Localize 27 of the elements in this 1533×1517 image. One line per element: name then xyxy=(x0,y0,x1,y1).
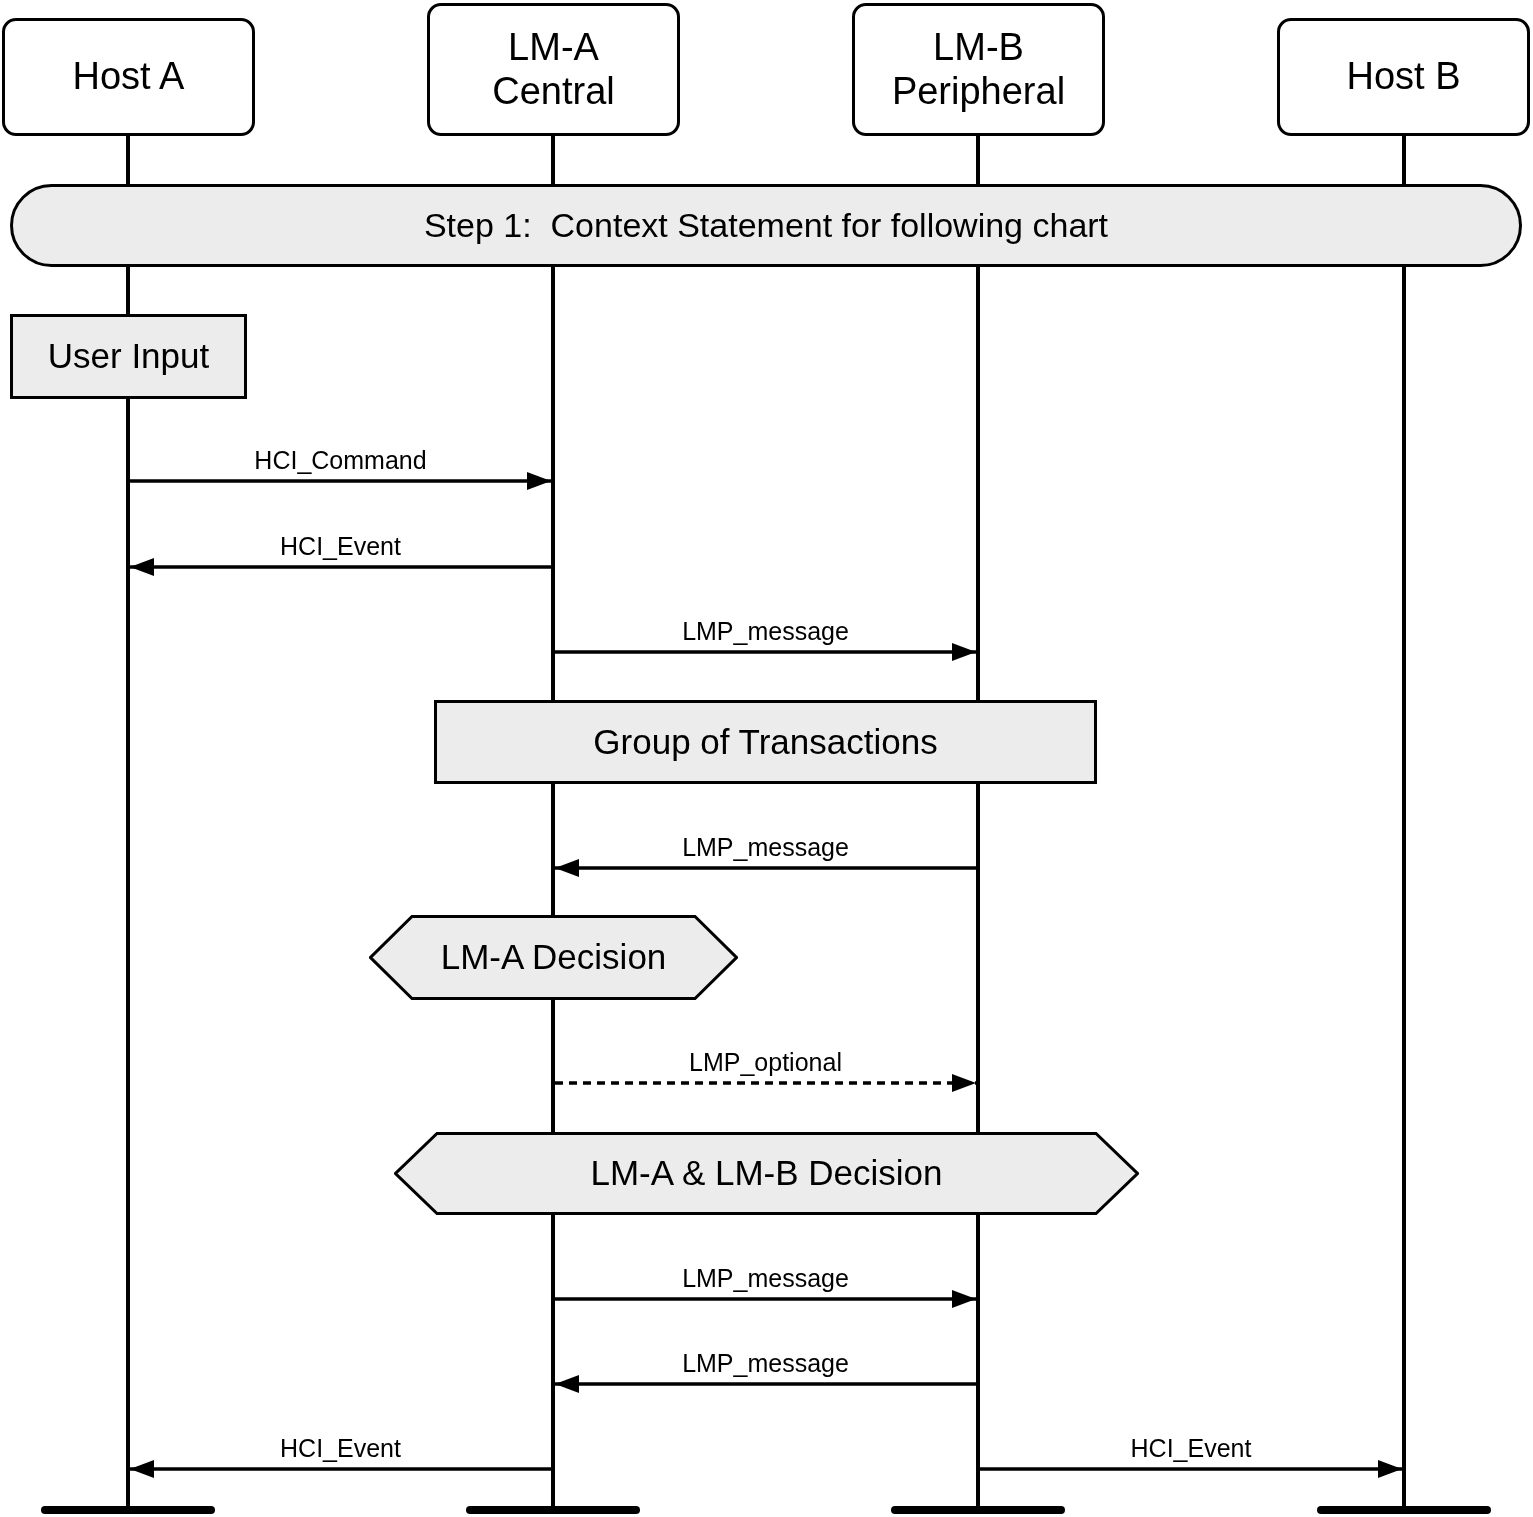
arrow xyxy=(555,643,976,661)
arrow xyxy=(130,558,551,576)
node-label: Step 1: Context Statement for following chart xyxy=(423,205,1109,246)
process-box xyxy=(10,314,247,399)
arrow xyxy=(555,1074,976,1092)
lifeline-header-box xyxy=(427,3,680,136)
lifeline-header-box xyxy=(2,18,255,136)
node-label: LM-A & LM-B Decision xyxy=(590,1153,943,1194)
node-label: LM-A Decision xyxy=(440,937,667,978)
arrow xyxy=(980,1460,1402,1478)
decision-hexagon xyxy=(394,1132,1139,1215)
lifeline-header-box xyxy=(852,3,1105,136)
decision-hexagon xyxy=(369,915,738,1000)
node-label: Host A xyxy=(72,55,185,99)
process-box xyxy=(434,700,1097,784)
node-label: Host B xyxy=(1346,55,1461,99)
arrow xyxy=(555,1375,976,1393)
lifeline xyxy=(126,136,130,314)
lifeline-header-box xyxy=(1277,18,1530,136)
node-label: Group of Transactions xyxy=(593,721,938,763)
arrow xyxy=(130,1460,551,1478)
node-label: LM-A Central xyxy=(491,25,616,114)
node-label: User Input xyxy=(47,336,210,377)
arrow xyxy=(130,472,551,490)
node-label: LM-B Peripheral xyxy=(890,25,1067,114)
arrow xyxy=(555,1290,976,1308)
arrow xyxy=(555,859,976,877)
